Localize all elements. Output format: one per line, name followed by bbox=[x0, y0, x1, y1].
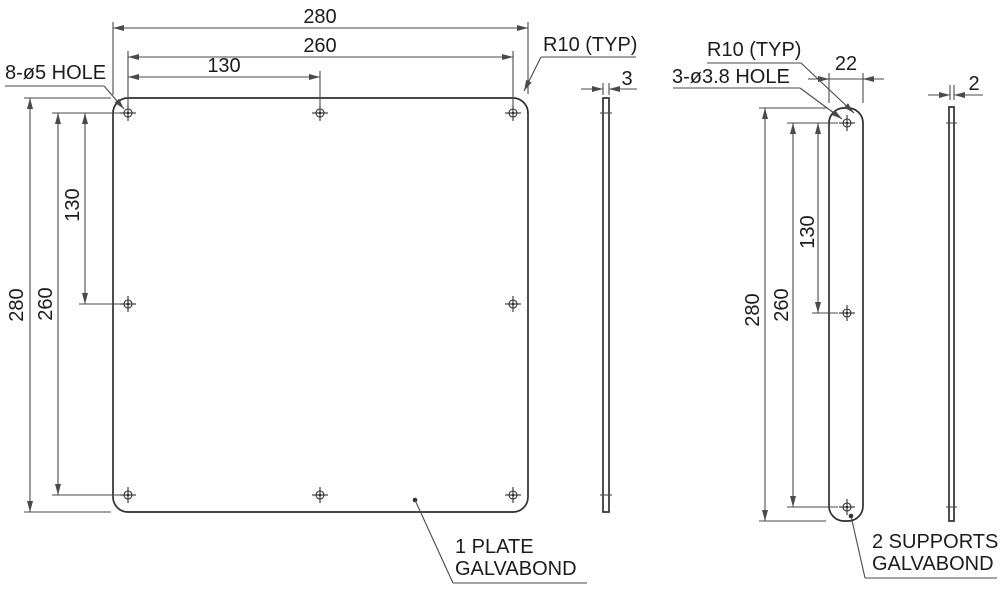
support-dim-width: 22 bbox=[834, 53, 858, 75]
support-radius-callout: R10 (TYP) bbox=[707, 39, 802, 61]
support-dim-hole-half-v: 130 bbox=[797, 215, 819, 249]
plate-dim-hole-half-v: 130 bbox=[62, 188, 84, 222]
plate-note-line2: GALVABOND bbox=[455, 558, 577, 580]
plate-horizontal-dimensions bbox=[112, 22, 529, 106]
support-thickness-dim: 2 bbox=[968, 73, 980, 95]
support-note-line2: GALVABOND bbox=[872, 553, 994, 575]
plate-hole-callout: 8-ø5 HOLE bbox=[5, 62, 107, 84]
plate-dim-hole-span-v: 260 bbox=[35, 287, 57, 321]
side-view-hole-ticks bbox=[600, 112, 957, 508]
plate-side-view-outline bbox=[602, 97, 610, 513]
support-front-view-outline bbox=[828, 107, 864, 522]
plate-dim-width: 280 bbox=[303, 6, 337, 28]
support-dim-hole-span-v: 260 bbox=[771, 288, 793, 322]
callout-leaders bbox=[5, 56, 855, 120]
plate-front-view-outline bbox=[112, 97, 529, 513]
plate-vertical-dimensions bbox=[24, 97, 120, 513]
plate-thickness-dim: 3 bbox=[621, 68, 633, 90]
plate-note-line1: 1 PLATE bbox=[455, 536, 534, 558]
plate-holes bbox=[119, 104, 522, 504]
plate-note: 1 PLATE GALVABOND bbox=[455, 536, 577, 580]
support-holes bbox=[838, 114, 856, 516]
note-leaders bbox=[412, 497, 997, 584]
support-hole-callout: 3-ø3.8 HOLE bbox=[672, 66, 790, 88]
support-dimensions bbox=[759, 73, 884, 522]
plate-dim-hole-half: 130 bbox=[207, 55, 241, 77]
support-note: 2 SUPPORTS GALVABOND bbox=[872, 531, 998, 575]
support-note-line1: 2 SUPPORTS bbox=[872, 531, 999, 553]
support-side-view-outline bbox=[948, 106, 955, 522]
plate-dim-height: 280 bbox=[6, 288, 28, 322]
thickness-dimensions bbox=[581, 83, 983, 100]
plate-dim-hole-span: 260 bbox=[303, 35, 337, 57]
plate-radius-callout: R10 (TYP) bbox=[543, 34, 638, 56]
support-dim-height: 280 bbox=[742, 293, 764, 327]
